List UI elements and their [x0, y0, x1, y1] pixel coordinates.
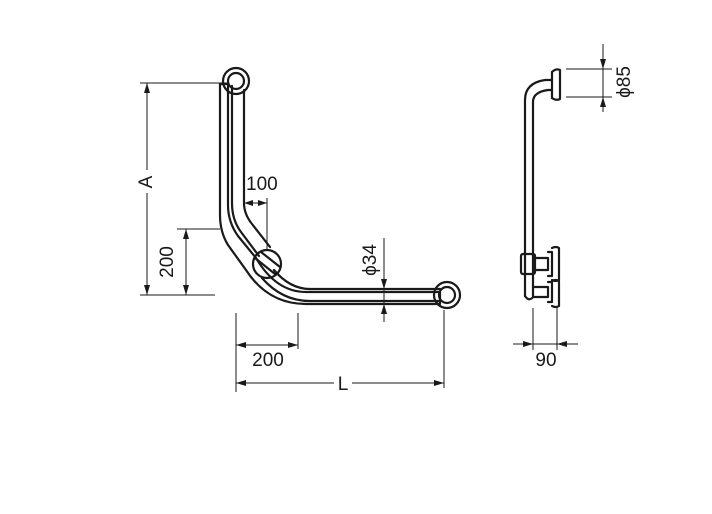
dim-offset-label: 100 [246, 174, 278, 195]
dim-lower-vertical-label: 200 [157, 246, 178, 278]
dim-l-label: L [338, 374, 349, 395]
bar-tube-lower-top [272, 268, 442, 291]
dim-lower-horizontal-line [235, 313, 299, 392]
dim-offset-line [244, 198, 268, 250]
dim-projection-line [513, 308, 578, 350]
side-view: ϕ85 90 [513, 44, 635, 371]
front-view: A 200 100 200 [136, 66, 462, 395]
side-top-flange [550, 68, 562, 101]
dim-flange-diameter-label: ϕ85 [614, 66, 635, 98]
side-lower-bracket [523, 278, 561, 309]
dim-lower-horizontal-label: 200 [252, 350, 284, 371]
top-flange [221, 66, 251, 96]
bar-tube-left [230, 84, 261, 258]
bar-tube-lower-bottom [260, 276, 442, 303]
side-mid-bracket [519, 245, 561, 283]
right-flange [432, 280, 462, 310]
dim-a-label: A [136, 175, 157, 188]
side-tube-outline [523, 78, 554, 298]
dim-a-line [140, 82, 228, 296]
bar-tube-right [242, 88, 272, 249]
dim-projection-label: 90 [535, 350, 556, 371]
dim-l-line [236, 310, 445, 388]
dim-diameter-line [381, 238, 387, 322]
dim-lower-vertical-line [177, 228, 220, 295]
dim-flange-diameter-line [566, 44, 612, 112]
side-tube-inner [531, 88, 554, 298]
dim-diameter-label: ϕ34 [360, 244, 381, 276]
